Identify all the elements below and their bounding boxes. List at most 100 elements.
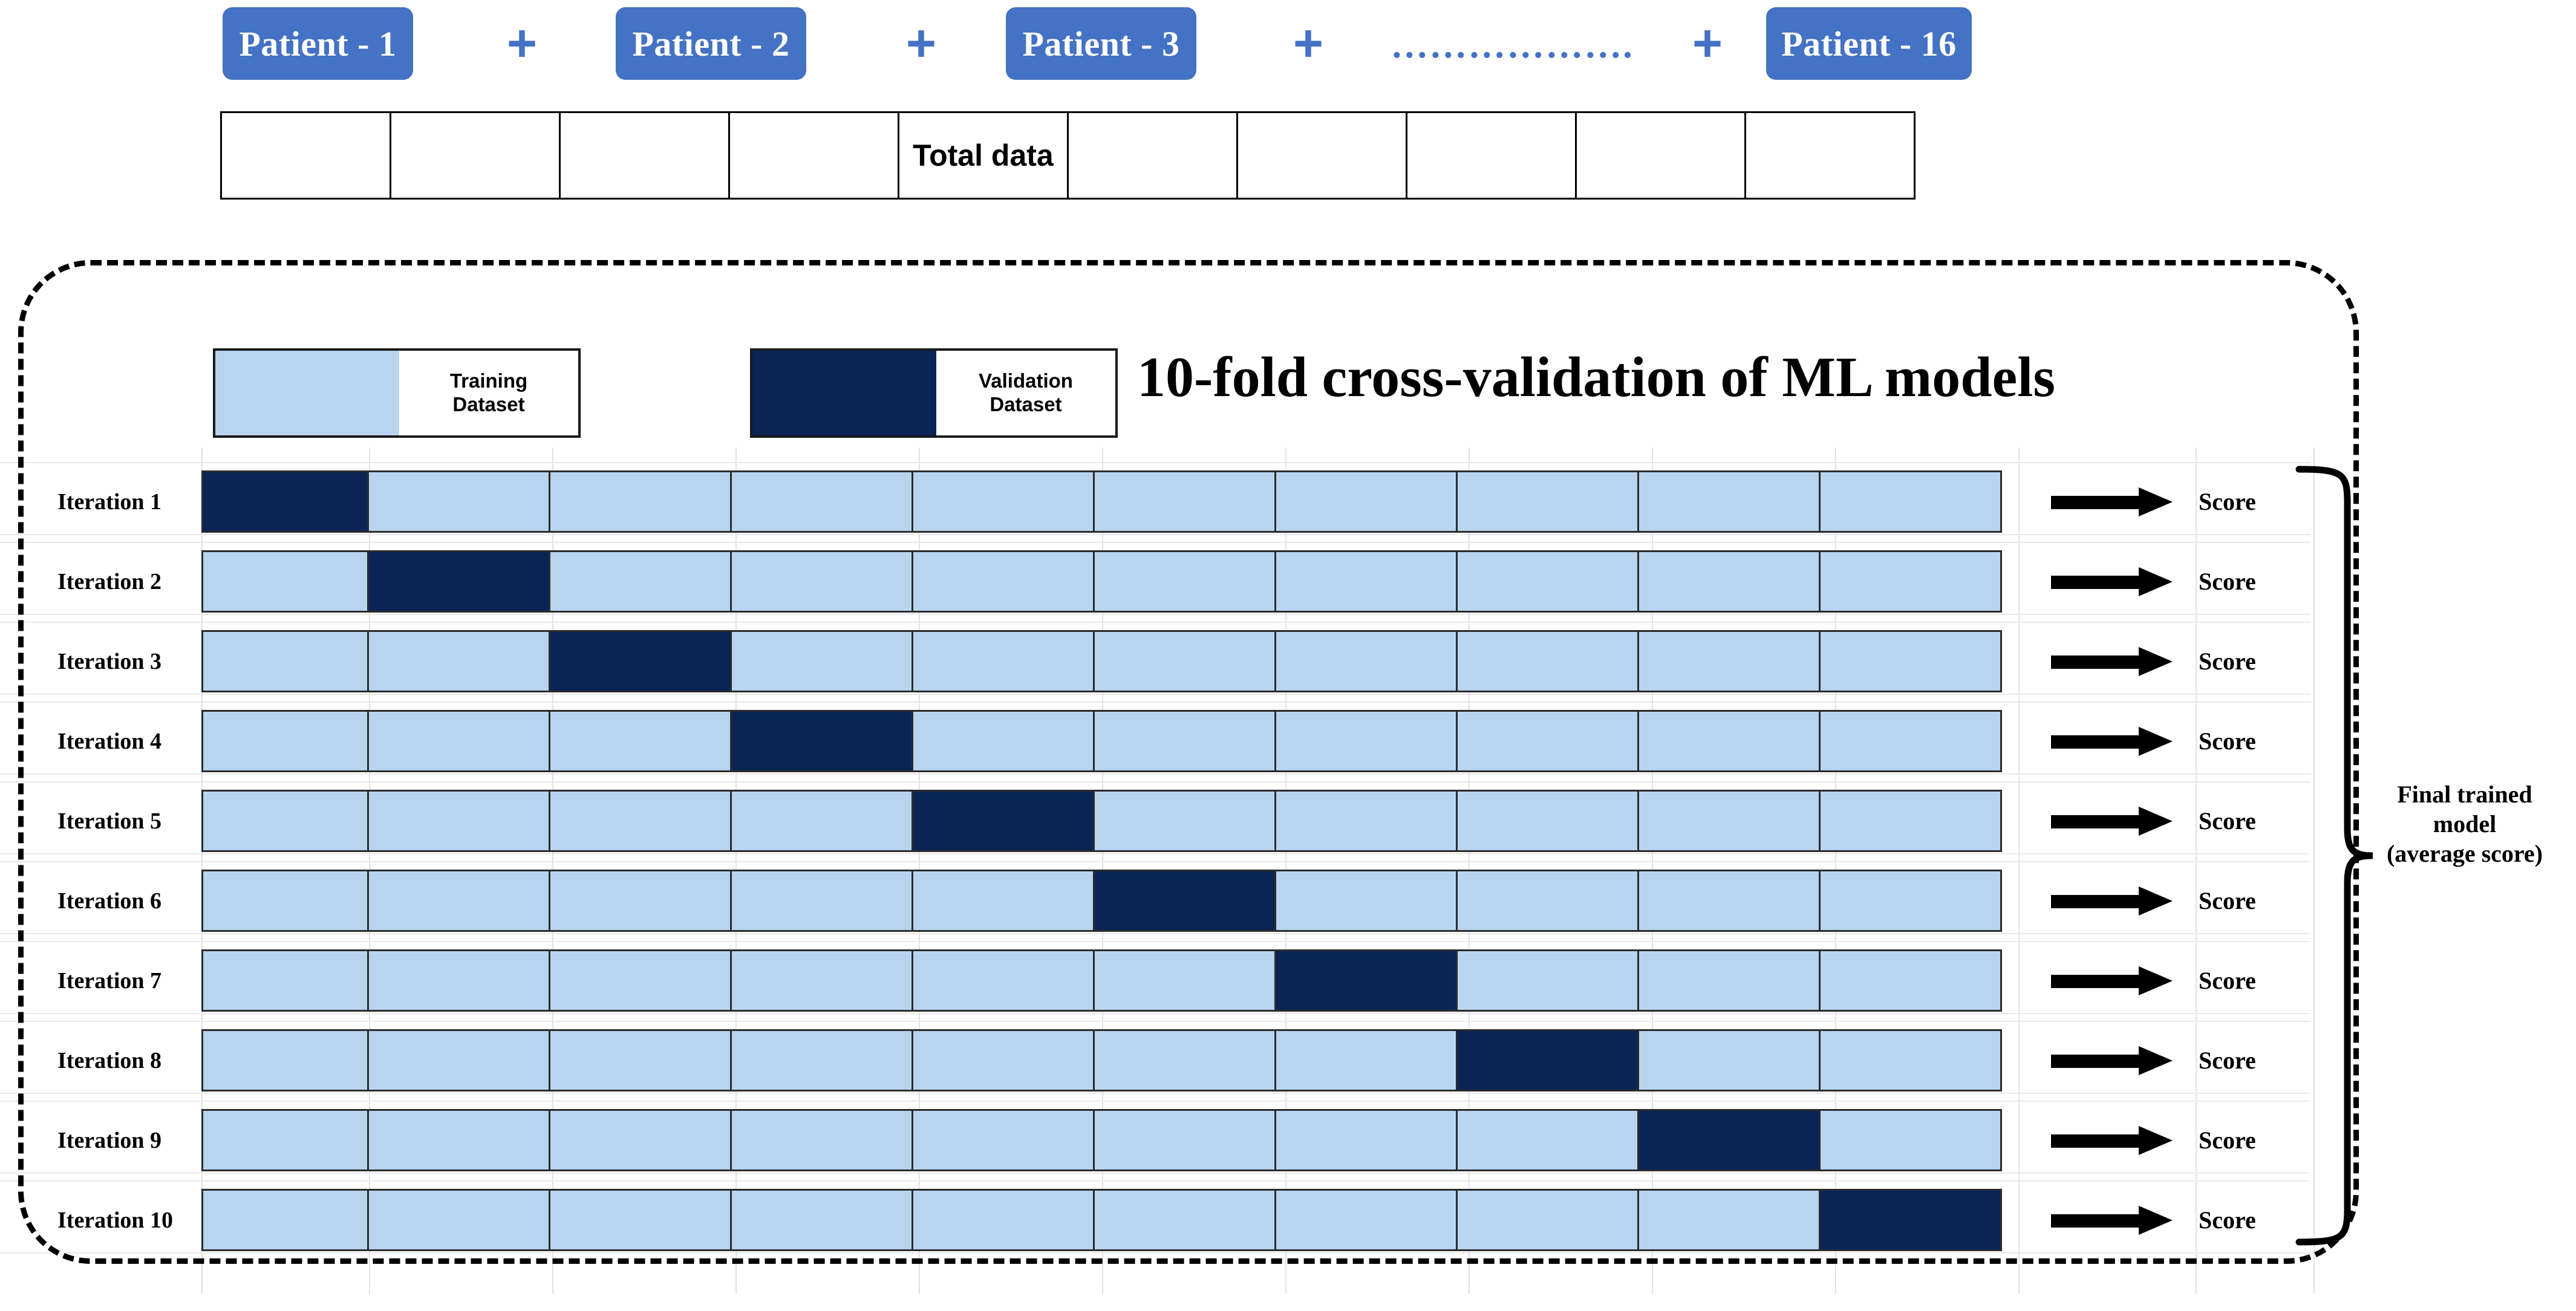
fold-strip xyxy=(201,870,2002,932)
training-fold-cell xyxy=(549,470,732,533)
arrow-shaft xyxy=(2051,1214,2142,1228)
gridline-horizontal xyxy=(0,781,2310,782)
training-fold-cell xyxy=(1274,870,1458,932)
training-fold-cell xyxy=(730,870,913,932)
validation-fold-cell xyxy=(1093,870,1276,932)
legend-swatch-training xyxy=(215,351,399,435)
training-fold-cell xyxy=(730,1189,913,1251)
gridline-horizontal xyxy=(0,462,2310,463)
arrow-right-icon xyxy=(2051,567,2175,596)
gridline-horizontal xyxy=(0,1173,2310,1174)
fold-strip xyxy=(201,550,2002,613)
final-model-line2: model xyxy=(2433,810,2497,838)
legend-label-line1: Training xyxy=(449,369,528,392)
gridline-horizontal xyxy=(0,1180,2310,1182)
score-label: Score xyxy=(2199,967,2256,994)
iteration-label: Iteration 3 xyxy=(57,648,162,674)
arrow-head xyxy=(2139,966,2173,995)
fold-strip xyxy=(201,1029,2002,1091)
gridline-horizontal xyxy=(0,853,2310,854)
arrow-shaft xyxy=(2051,576,2142,589)
training-fold-cell xyxy=(730,1109,913,1171)
training-fold-cell xyxy=(549,949,732,1012)
patient-chip[interactable]: Patient - 16 xyxy=(1766,7,1972,80)
total-data-cell xyxy=(390,111,561,200)
training-fold-cell xyxy=(367,790,550,852)
training-fold-cell xyxy=(367,1109,550,1171)
training-fold-cell xyxy=(1456,470,1639,533)
iteration-label: Iteration 9 xyxy=(57,1127,162,1153)
training-fold-cell xyxy=(1637,1029,1821,1091)
training-fold-cell xyxy=(367,1189,550,1251)
training-fold-cell xyxy=(1819,710,2002,772)
training-fold-cell xyxy=(1274,710,1458,772)
total-data-cell xyxy=(220,111,391,200)
plus-icon: + xyxy=(506,15,538,73)
arrow-right-icon xyxy=(2051,807,2175,836)
arrow-head xyxy=(2139,727,2173,756)
final-model-line3: (average score) xyxy=(2386,839,2543,867)
training-fold-cell xyxy=(730,949,913,1012)
training-fold-cell xyxy=(201,949,369,1012)
score-label: Score xyxy=(2199,807,2256,834)
total-data-cell xyxy=(1236,111,1407,200)
training-fold-cell xyxy=(1819,470,2002,533)
fold-strip xyxy=(201,790,2002,852)
total-data-cell xyxy=(1067,111,1238,200)
gridline-vertical xyxy=(2196,447,2197,1294)
ellipsis-icon: ………………. xyxy=(1391,25,1634,66)
training-fold-cell xyxy=(1093,1189,1276,1251)
training-fold-cell xyxy=(1456,1109,1639,1171)
arrow-shaft xyxy=(2051,496,2142,509)
training-fold-cell xyxy=(201,870,369,932)
training-fold-cell xyxy=(549,790,732,852)
validation-fold-cell xyxy=(1274,949,1458,1012)
gridline-vertical xyxy=(2018,447,2020,1294)
training-fold-cell xyxy=(367,470,550,533)
training-fold-cell xyxy=(1093,1029,1276,1091)
plus-icon: + xyxy=(1692,15,1723,73)
final-model-line1: Final trained xyxy=(2397,781,2532,808)
training-fold-cell xyxy=(1274,1109,1458,1171)
score-label: Score xyxy=(2199,887,2256,914)
fold-strip xyxy=(201,1189,2002,1251)
total-data-table: Total data xyxy=(220,111,1916,200)
gridline-horizontal xyxy=(0,773,2310,775)
training-fold-cell xyxy=(911,1029,1095,1091)
training-fold-cell xyxy=(549,1109,732,1171)
training-fold-cell xyxy=(201,550,369,613)
arrow-right-icon xyxy=(2051,886,2175,916)
training-fold-cell xyxy=(911,949,1095,1012)
patient-chip[interactable]: Patient - 1 xyxy=(223,7,413,80)
gridline-horizontal xyxy=(0,933,2310,934)
arrow-shaft xyxy=(2051,1055,2142,1068)
patient-chip[interactable]: Patient - 3 xyxy=(1006,7,1196,80)
arrow-right-icon xyxy=(2051,1126,2175,1155)
training-fold-cell xyxy=(911,630,1095,692)
validation-fold-cell xyxy=(549,630,732,692)
training-fold-cell xyxy=(1819,1109,2002,1171)
arrow-right-icon xyxy=(2051,647,2175,676)
score-label: Score xyxy=(2199,1047,2256,1074)
score-label: Score xyxy=(2199,1127,2256,1154)
patient-chip[interactable]: Patient - 2 xyxy=(616,7,806,80)
training-fold-cell xyxy=(1093,470,1276,533)
training-fold-cell xyxy=(549,1189,732,1251)
arrow-right-icon xyxy=(2051,727,2175,756)
arrow-shaft xyxy=(2051,735,2142,749)
training-fold-cell xyxy=(1819,1029,2002,1091)
plus-icon: + xyxy=(905,15,937,73)
training-fold-cell xyxy=(730,1029,913,1091)
total-data-cell xyxy=(1744,111,1916,200)
training-fold-cell xyxy=(549,1029,732,1091)
training-fold-cell xyxy=(1637,790,1821,852)
training-fold-cell xyxy=(1456,710,1639,772)
gridline-horizontal xyxy=(0,861,2310,862)
